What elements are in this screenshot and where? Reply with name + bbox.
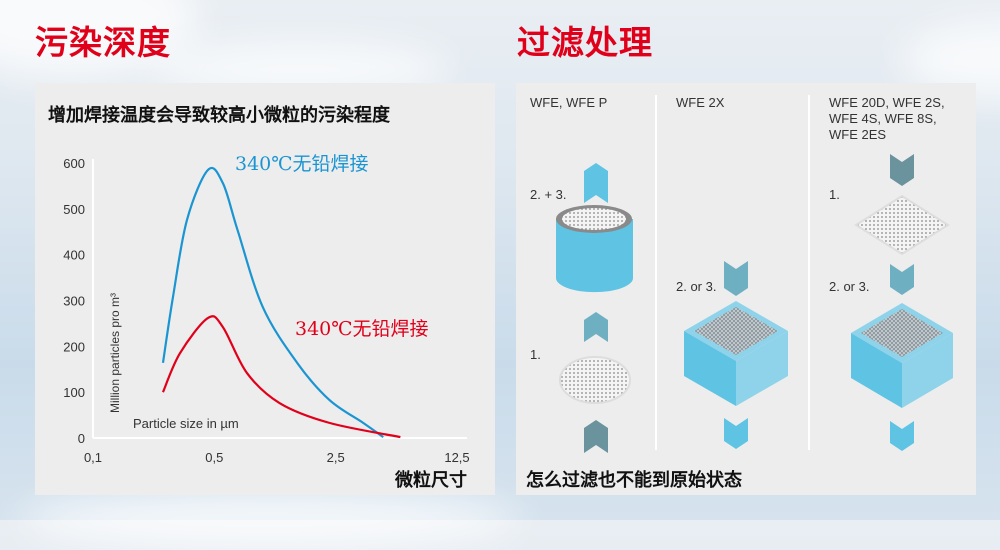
col1-header: WFE, WFE P <box>530 95 608 110</box>
column-divider <box>655 95 657 450</box>
y-tick-label: 600 <box>63 156 85 171</box>
y-tick-label: 100 <box>63 385 85 400</box>
col3-stage-label: 1. <box>829 187 840 202</box>
header-line: WFE 20D, WFE 2S, <box>829 95 945 110</box>
right-title: 过滤处理 <box>517 23 653 62</box>
filter-caption: 怎么过滤也不能到原始状态 <box>526 470 742 491</box>
square-prefilter-icon <box>854 194 950 256</box>
x-tick-label: 0,5 <box>205 450 223 465</box>
filter-illustrations <box>556 154 953 453</box>
arrow-down-icon <box>890 154 914 186</box>
arrow-down-icon <box>890 264 914 295</box>
arrow-down-icon <box>724 418 748 449</box>
y-tick-label: 0 <box>78 431 85 446</box>
cylinder-filter-icon <box>556 205 633 293</box>
x-axis-caption: 微粒尺寸 <box>395 470 467 491</box>
y-tick-label: 400 <box>63 248 85 263</box>
x-tick-label: 0,1 <box>84 450 102 465</box>
col3-header: WFE 20D, WFE 2S, WFE 4S, WFE 8S, WFE 2ES <box>829 95 945 143</box>
col2-header: WFE 2X <box>676 95 725 110</box>
arrow-up-icon <box>584 420 608 453</box>
chart-title: 增加焊接温度会导致较高小微粒的污染程度 <box>48 105 390 126</box>
filter-panel: WFE, WFE P WFE 2X WFE 20D, WFE 2S, WFE 4… <box>516 83 976 495</box>
y-tick-label: 300 <box>63 294 85 309</box>
box-filter-icon <box>684 301 788 406</box>
header-line: WFE 4S, WFE 8S, <box>829 111 937 126</box>
x-tick-label: 2,5 <box>327 450 345 465</box>
header-line: WFE 2ES <box>829 127 887 142</box>
left-title: 污染深度 <box>35 23 171 62</box>
column-divider <box>808 95 810 450</box>
arrow-down-icon <box>724 261 748 296</box>
box-filter-icon <box>851 303 953 408</box>
y-tick-label: 200 <box>63 339 85 354</box>
x-tick-label: 12,5 <box>444 450 469 465</box>
round-prefilter-icon <box>559 356 631 404</box>
legend-red: 340℃无铅焊接 <box>295 318 429 340</box>
series-line-0 <box>161 166 384 438</box>
col3-stage-label: 2. or 3. <box>829 279 870 294</box>
arrow-down-icon <box>890 421 914 451</box>
arrow-up-icon <box>584 312 608 342</box>
y-axis-label: Million particles pro m³ <box>108 292 122 413</box>
chart-svg: 600 500 400 300 200 100 0 0,1 0,5 2,5 12,5 <box>63 156 469 465</box>
col1-stage-label: 2. + 3. <box>530 187 567 202</box>
y-tick-label: 500 <box>63 202 85 217</box>
x-axis-label: Particle size in µm <box>133 416 239 431</box>
series-line-1 <box>161 315 401 439</box>
chart-panel: 增加焊接温度会导致较高小微粒的污染程度 600 500 400 300 200 100 0 0… <box>35 83 495 495</box>
arrow-up-icon <box>584 163 608 203</box>
legend-blue: 340℃无铅焊接 <box>235 153 369 175</box>
col2-stage-label: 2. or 3. <box>676 279 717 294</box>
col1-stage-label: 1. <box>530 347 541 362</box>
